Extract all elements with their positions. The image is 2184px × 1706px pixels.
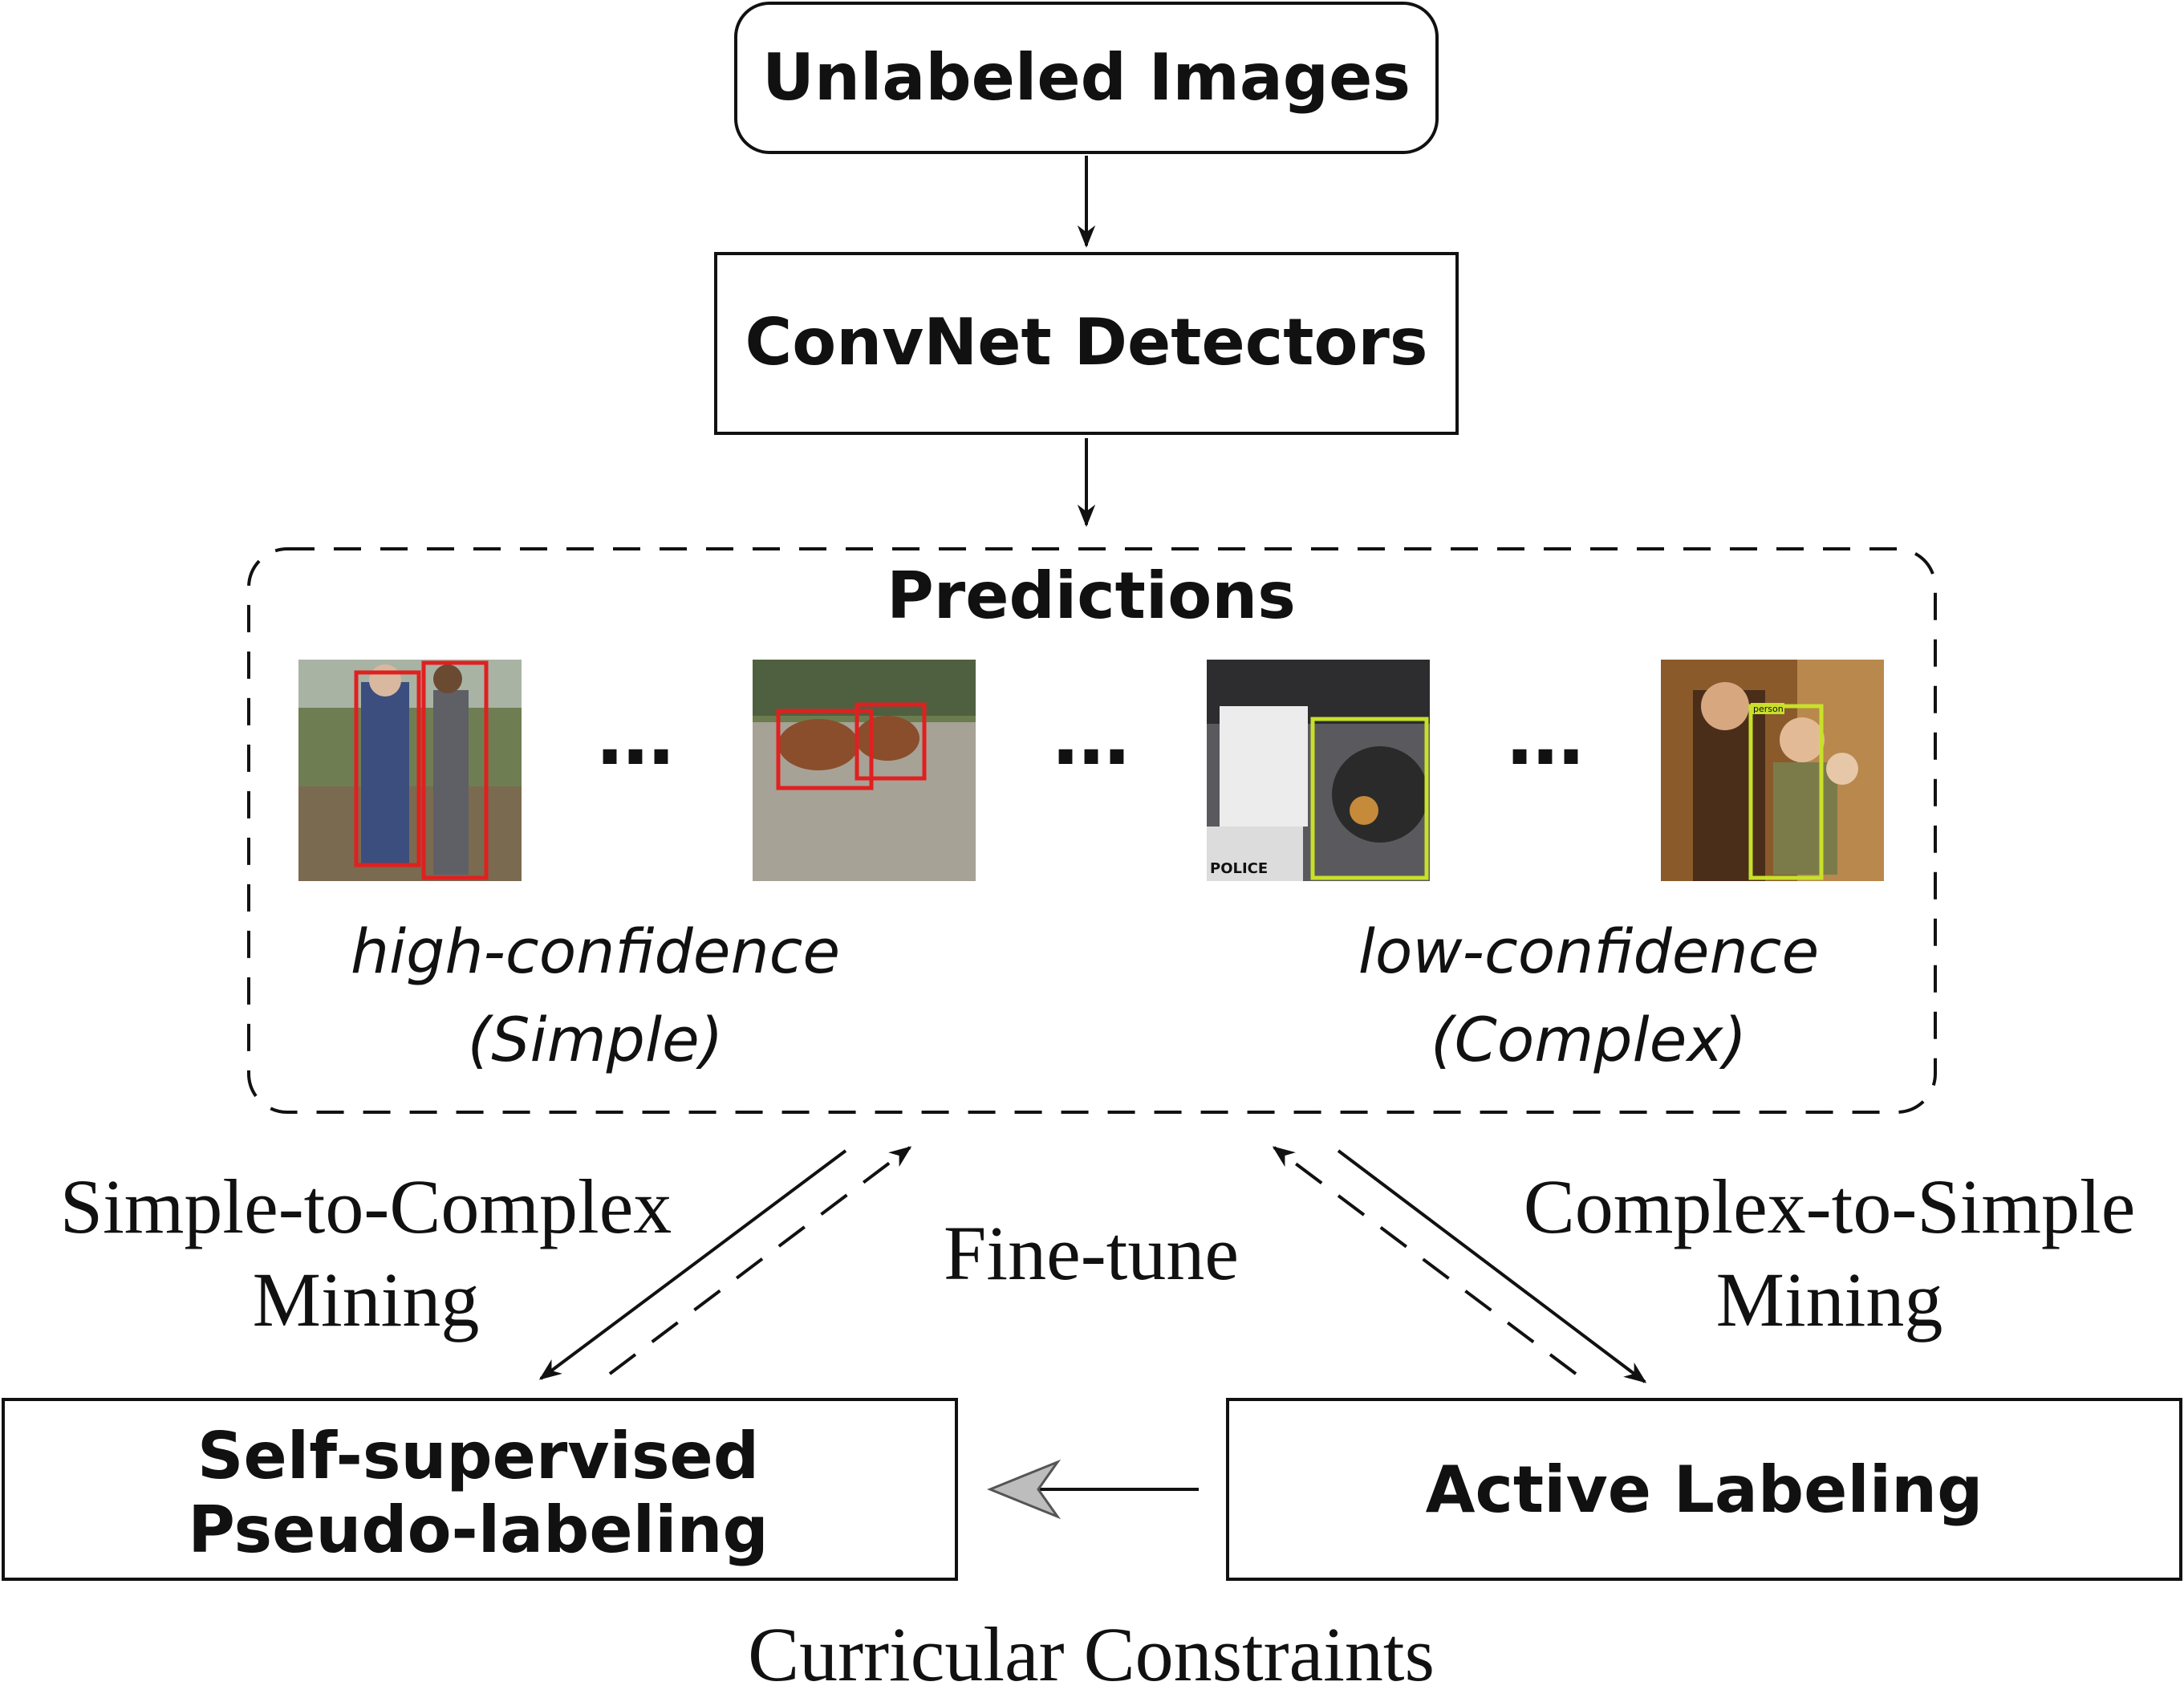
detection-box [855, 702, 927, 781]
simple-to-complex-label: Simple-to-Complex [60, 1164, 672, 1249]
detection-box [354, 670, 421, 867]
pseudo-labeling-label: Pseudo-labeling [188, 1493, 768, 1567]
ellipsis-3: … [1507, 693, 1584, 782]
ellipsis-2: … [1053, 693, 1130, 782]
predictions-title: Predictions [887, 559, 1296, 633]
complex-to-simple-mining-label: Mining [1716, 1257, 1943, 1342]
arrow-simple-to-complex-mining [538, 1149, 847, 1380]
active-labeling-label: Active Labeling [1426, 1452, 1983, 1527]
self-supervised-node: Self-supervised Pseudo-labeling [2, 1398, 958, 1581]
convnet-detectors-label: ConvNet Detectors [745, 305, 1428, 380]
person-tag-text: person [1753, 704, 1784, 714]
high-confidence-label: high-confidence [351, 916, 840, 987]
detection-box [776, 709, 874, 790]
detection-label-tag [1751, 703, 1784, 714]
low-confidence-label: low-confidence [1358, 916, 1819, 987]
simple-label: (Simple) [468, 1004, 724, 1075]
convnet-detectors-node: ConvNet Detectors [714, 252, 1459, 435]
thumb-women-indoor: person [1661, 660, 1884, 881]
police-text: POLICE [1210, 860, 1268, 877]
arrow-fine-tune-left [608, 1146, 912, 1375]
complex-to-simple-label: Complex-to-Simple [1524, 1164, 2136, 1249]
detection-box [421, 660, 489, 880]
detection-box [1310, 717, 1429, 880]
predictions-container: Predictions [247, 547, 1937, 1114]
thumb-cows [753, 660, 976, 881]
fine-tune-label: Fine-tune [944, 1210, 1239, 1296]
thumb-police-motorcycle: POLICE [1207, 660, 1430, 881]
active-labeling-node: Active Labeling [1226, 1398, 2182, 1581]
unlabeled-images-label: Unlabeled Images [762, 40, 1411, 115]
self-supervised-label: Self-supervised [197, 1419, 759, 1493]
curricular-constraints-label: Curricular Constraints [748, 1611, 1435, 1697]
simple-to-complex-mining-label: Mining [253, 1257, 480, 1342]
arrow-curricular-constraints [987, 1459, 1199, 1520]
unlabeled-images-node: Unlabeled Images [734, 2, 1439, 154]
complex-label: (Complex) [1431, 1004, 1747, 1075]
ellipsis-1: … [597, 693, 674, 782]
arrow-fine-tune-right [1272, 1146, 1577, 1375]
arrow-complex-to-simple-mining [1337, 1149, 1647, 1383]
detection-box [1748, 704, 1824, 880]
thumb-people [298, 660, 522, 881]
